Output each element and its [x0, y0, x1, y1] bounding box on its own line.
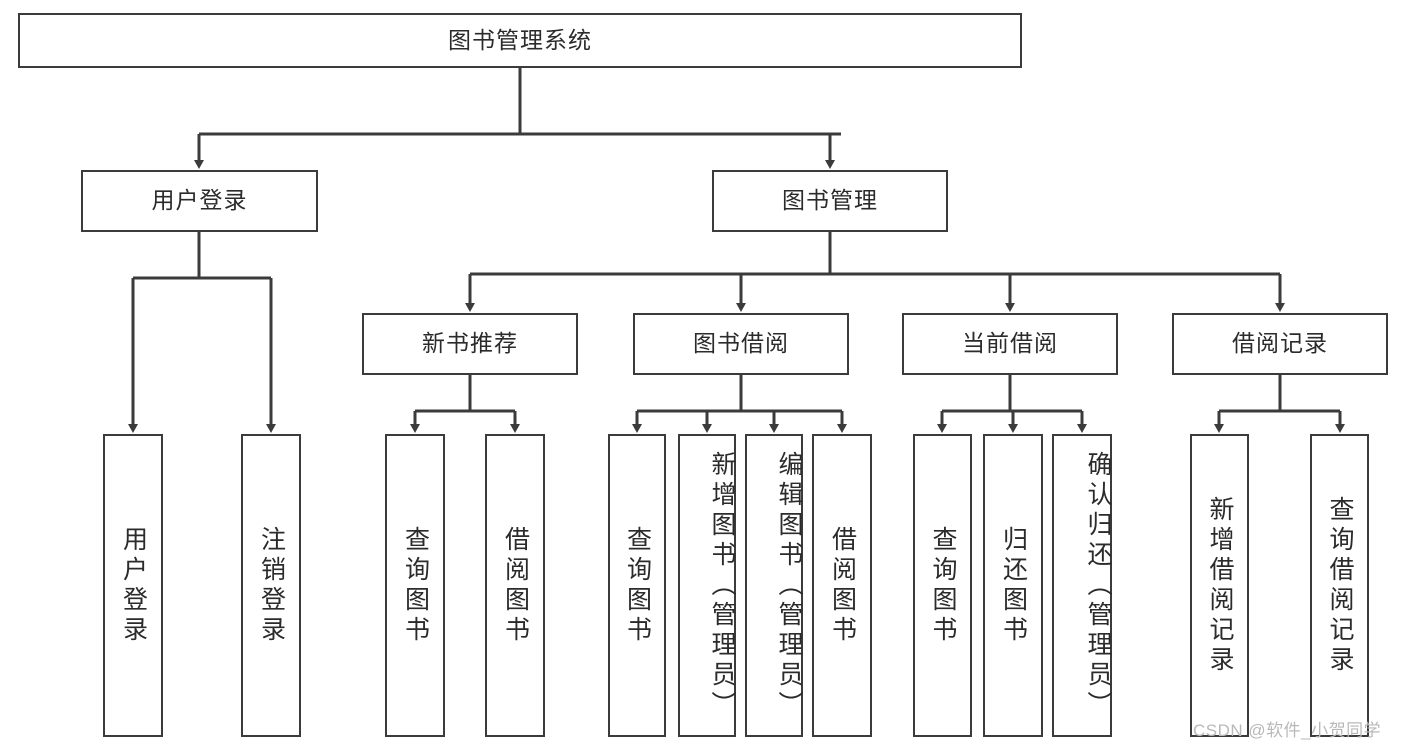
node-leaf-query-book-current[interactable]: 查询图书 [913, 434, 972, 737]
node-leaf-borrow-book[interactable]: 借阅图书 [812, 434, 872, 737]
watermark-text: CSDN @软件_小贺同学 [1193, 721, 1382, 740]
node-leaf-add-book-admin[interactable]: 新增图书（管理员） [678, 434, 736, 737]
node-leaf-borrow-book-recommend[interactable]: 借阅图书 [485, 434, 545, 737]
node-book-manage[interactable]: 图书管理 [712, 170, 948, 232]
node-leaf-user-login[interactable]: 用户登录 [103, 434, 163, 737]
node-current-borrow[interactable]: 当前借阅 [902, 313, 1118, 375]
node-leaf-query-book-borrow[interactable]: 查询图书 [608, 434, 666, 737]
node-leaf-query-borrow-record[interactable]: 查询借阅记录 [1310, 434, 1369, 737]
node-leaf-add-borrow-record[interactable]: 新增借阅记录 [1190, 434, 1249, 737]
node-leaf-confirm-return-admin[interactable]: 确认归还（管理员） [1052, 434, 1112, 737]
node-leaf-query-book-recommend[interactable]: 查询图书 [385, 434, 445, 737]
node-leaf-user-logout[interactable]: 注销登录 [241, 434, 301, 737]
node-leaf-edit-book-admin[interactable]: 编辑图书（管理员） [745, 434, 803, 737]
node-new-book-recommend[interactable]: 新书推荐 [362, 313, 578, 375]
node-root-system[interactable]: 图书管理系统 [18, 13, 1022, 68]
node-user-login[interactable]: 用户登录 [81, 170, 318, 232]
node-borrow-record[interactable]: 借阅记录 [1172, 313, 1388, 375]
node-book-borrow[interactable]: 图书借阅 [633, 313, 849, 375]
node-leaf-return-book[interactable]: 归还图书 [983, 434, 1043, 737]
